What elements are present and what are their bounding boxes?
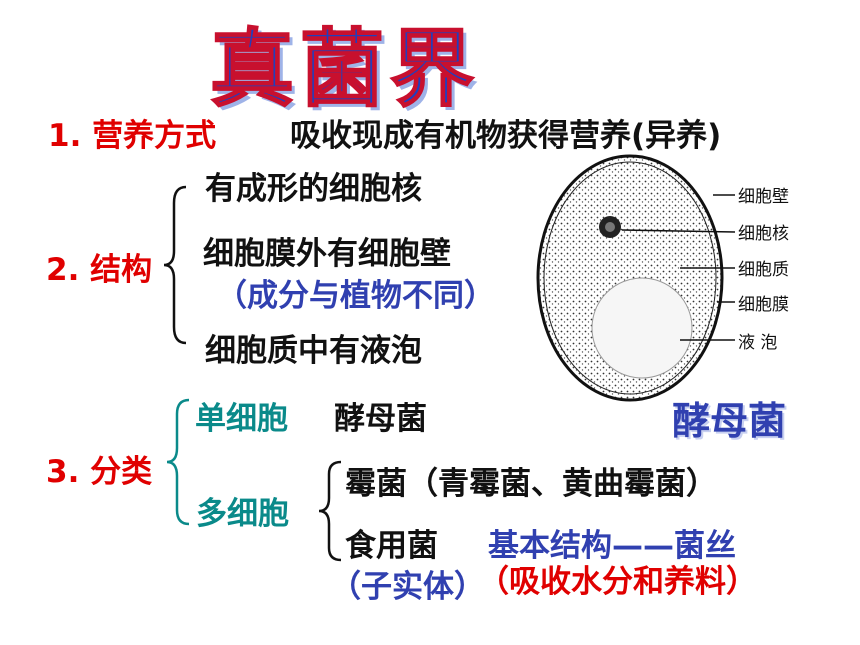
- classification-label: 3. 分类: [46, 454, 153, 490]
- label-cell-wall: 细胞壁: [738, 187, 789, 207]
- absorb-note: （吸收水分和养料）: [478, 564, 757, 600]
- basic-structure-note: 基本结构——菌丝: [488, 528, 736, 564]
- multi-cell-label: 多细胞: [196, 496, 289, 532]
- label-nucleus: 细胞核: [738, 224, 789, 244]
- single-cell-example: 酵母菌: [334, 401, 427, 437]
- yeast-caption: 酵母菌: [672, 399, 787, 443]
- structure-item-nucleus: 有成形的细胞核: [205, 171, 422, 207]
- structure-label: 2. 结构: [46, 252, 153, 288]
- multi-cell-brace: [318, 460, 342, 562]
- label-membrane: 细胞膜: [738, 295, 789, 315]
- edible-fungi-item: 食用菌: [345, 528, 438, 564]
- mold-item: 霉菌（青霉菌、黄曲霉菌）: [345, 466, 717, 502]
- label-cytoplasm: 细胞质: [738, 260, 789, 280]
- structure-item-wall-note: （成分与植物不同）: [216, 278, 495, 314]
- yeast-cell-diagram: [536, 154, 736, 402]
- single-cell-label: 单细胞: [195, 401, 288, 437]
- page-title: 真菌界: [209, 19, 481, 119]
- structure-item-wall: 细胞膜外有细胞壁: [203, 236, 451, 272]
- classification-brace: [166, 398, 190, 526]
- vacuole-shape: [591, 277, 693, 379]
- yeast-cell-figure: 细胞壁 细胞核 细胞质 细胞膜 液 泡: [530, 150, 830, 410]
- structure-brace: [163, 185, 187, 345]
- fruit-body-note: （子实体）: [330, 569, 485, 605]
- label-vacuole: 液 泡: [738, 333, 778, 353]
- cell-membrane-shape: [543, 161, 717, 395]
- nutrition-text: 吸收现成有机物获得营养(异养): [290, 118, 722, 154]
- structure-item-vacuole: 细胞质中有液泡: [205, 333, 422, 369]
- nutrition-label: 1. 营养方式: [48, 118, 217, 154]
